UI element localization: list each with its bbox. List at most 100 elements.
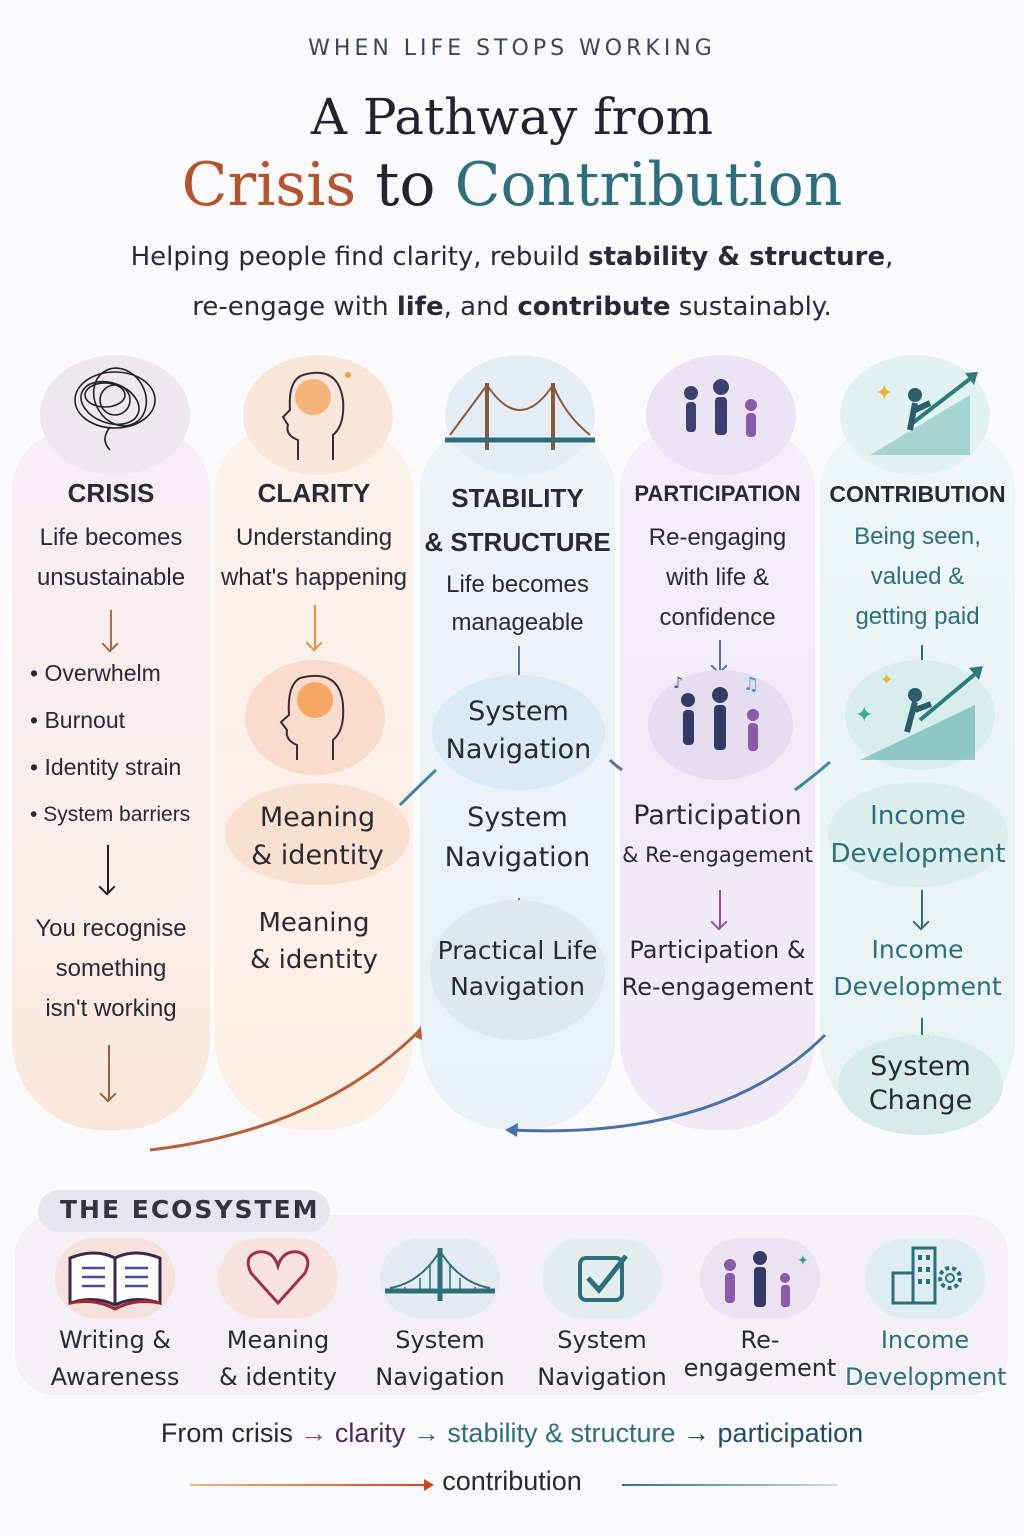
- ecosystem-item-writing: Writing & Awareness: [35, 1238, 195, 1396]
- participation-title: PARTICIPATION: [634, 481, 801, 506]
- ecosystem-label-text: Income Development: [845, 1326, 1007, 1391]
- ecosystem-panel: [15, 1215, 1008, 1395]
- dancing-people-icon: ♫♪: [648, 670, 793, 780]
- head-brain-icon: [243, 355, 393, 475]
- footer-from: From crisis: [160, 1418, 293, 1448]
- ecosystem-label-text: Meaning & identity: [219, 1326, 337, 1391]
- contribution-title: CONTRIBUTION: [829, 481, 1006, 507]
- crisis-title: CRISIS: [67, 478, 155, 508]
- bullet-text: Burnout: [44, 707, 126, 733]
- title-to: to: [356, 150, 455, 220]
- checkbox-icon: [542, 1238, 662, 1318]
- ecosystem-label-text: System Navigation: [537, 1326, 667, 1391]
- arrow-down-icon: [719, 640, 721, 672]
- arrow-right-icon: →: [412, 1418, 440, 1448]
- ecosystem-item-income: Income Development: [845, 1238, 1007, 1396]
- sub-bold: life: [396, 292, 444, 322]
- svg-text:✦: ✦: [855, 703, 873, 728]
- sub-text: re-engage with: [192, 292, 397, 322]
- ecosystem-label: THE ECOSYSTEM: [38, 1190, 330, 1232]
- arrowhead-icon: [424, 1479, 434, 1491]
- contribution-subtitle: Being seen, valued & getting paid: [854, 523, 981, 630]
- bullet-text: Identity strain: [44, 754, 182, 780]
- bullet-item: • System barriers: [30, 803, 191, 826]
- tangled-scribble-icon: [40, 355, 190, 475]
- arrow-down-icon: [921, 645, 923, 673]
- column-participation: [620, 430, 815, 1130]
- sub-text: sustainably.: [670, 292, 832, 322]
- participation-bubble-title: Participation: [633, 800, 802, 831]
- ecosystem-label-text: Re- engagement: [683, 1326, 837, 1382]
- sub-text: , and: [443, 292, 518, 322]
- head-brain-icon: [245, 660, 385, 775]
- arrow-down-icon: [518, 646, 520, 688]
- bullet-item: • Overwhelm: [30, 660, 161, 686]
- climbing-growth-icon: ✦✦: [845, 660, 995, 770]
- footer-pathway: From crisis → clarity → stability & stru…: [0, 1418, 1024, 1449]
- sub-text: Helping people find clarity, rebuild: [130, 242, 589, 272]
- kicker: WHEN LIFE STOPS WORKING: [308, 36, 716, 61]
- arrow-down-icon: [719, 890, 721, 928]
- climbing-growth-icon: ✦: [840, 355, 990, 475]
- practical-life-bubble: Practical Life Navigation: [430, 900, 605, 1040]
- arrow-down-icon: [921, 1018, 923, 1042]
- ecosystem-label-text: System Navigation: [375, 1326, 505, 1391]
- contribution-text: Income Development: [833, 935, 1002, 1001]
- title-line2: Crisis to Contribution: [0, 150, 1024, 220]
- crisis-subtitle: Life becomes unsustainable: [36, 524, 186, 591]
- bullet-item: • Burnout: [30, 707, 126, 733]
- title-contribution: Contribution: [454, 150, 843, 220]
- system-navigation-bubble: System Navigation: [432, 675, 605, 790]
- arrow-participation-to-stability: [608, 758, 623, 772]
- footer-stability: stability & structure: [447, 1418, 676, 1448]
- bullet-text: System barriers: [43, 803, 191, 826]
- column-contribution: [820, 430, 1015, 1130]
- bridge-icon: [380, 1238, 500, 1318]
- svg-text:✦: ✦: [797, 1253, 809, 1269]
- subtitle-line1: Helping people find clarity, rebuild sta…: [0, 242, 1024, 272]
- clarity-text: Meaning & identity: [250, 908, 378, 975]
- title-line1: A Pathway from: [310, 88, 714, 146]
- arrow-down-icon: [314, 605, 316, 649]
- ecosystem-item-re-engagement: ✦ Re- engagement: [680, 1238, 840, 1382]
- svg-text:✦: ✦: [875, 381, 893, 406]
- column-crisis: [12, 430, 210, 1130]
- arrow-right-icon: →: [683, 1418, 711, 1448]
- stability-title: STABILITY & STRUCTURE: [424, 483, 611, 557]
- footer-line-right: [622, 1484, 837, 1486]
- dancing-people-icon: [646, 355, 796, 475]
- title-crisis: Crisis: [181, 150, 357, 220]
- svg-text:✦: ✦: [880, 670, 893, 689]
- arrowhead: [413, 1026, 422, 1040]
- subtitle-line2: re-engage with life, and contribute sust…: [0, 292, 1024, 322]
- sub-text: ,: [885, 242, 894, 272]
- crisis-outcome: You recognise something isn't working: [35, 915, 187, 1022]
- arrow-down-icon: [108, 1045, 110, 1100]
- arrowhead: [505, 1123, 518, 1137]
- clarity-title: CLARITY: [257, 478, 371, 508]
- open-book-icon: [55, 1238, 175, 1318]
- system-change-bubble: System Change: [838, 1035, 1003, 1135]
- bullet-text: Overwhelm: [44, 660, 161, 686]
- sub-bold: contribute: [517, 292, 671, 322]
- income-development-bubble: Income Development: [828, 782, 1008, 887]
- clarity-subtitle: Understanding what's happening: [220, 524, 408, 591]
- arrow-down-icon: [107, 845, 109, 893]
- arrow-down-icon: [921, 890, 923, 928]
- svg-text:♫: ♫: [743, 674, 759, 695]
- people-icon: ✦: [700, 1238, 820, 1318]
- building-gear-icon: [865, 1238, 985, 1318]
- heart-icon: [218, 1238, 338, 1318]
- meaning-identity-bubble: Meaning & identity: [225, 783, 410, 885]
- curved-arrow-contribution-to-stability: [509, 1033, 827, 1133]
- ecosystem-item-meaning: Meaning & identity: [198, 1238, 358, 1396]
- stability-subtitle: Life becomes manageable: [446, 571, 589, 636]
- bullet-item: • Identity strain: [30, 754, 182, 780]
- participation-subtitle: Re-engaging with life & confidence: [648, 524, 787, 631]
- arrow-clarity-to-stability: [398, 768, 438, 807]
- bridge-icon: [445, 355, 595, 475]
- column-clarity: [215, 430, 413, 1130]
- arrow-participation-to-contribution: [794, 760, 831, 792]
- participation-text: Participation & Re-engagement: [621, 936, 814, 1001]
- curved-arrow-crisis-to-stability: [149, 1028, 422, 1152]
